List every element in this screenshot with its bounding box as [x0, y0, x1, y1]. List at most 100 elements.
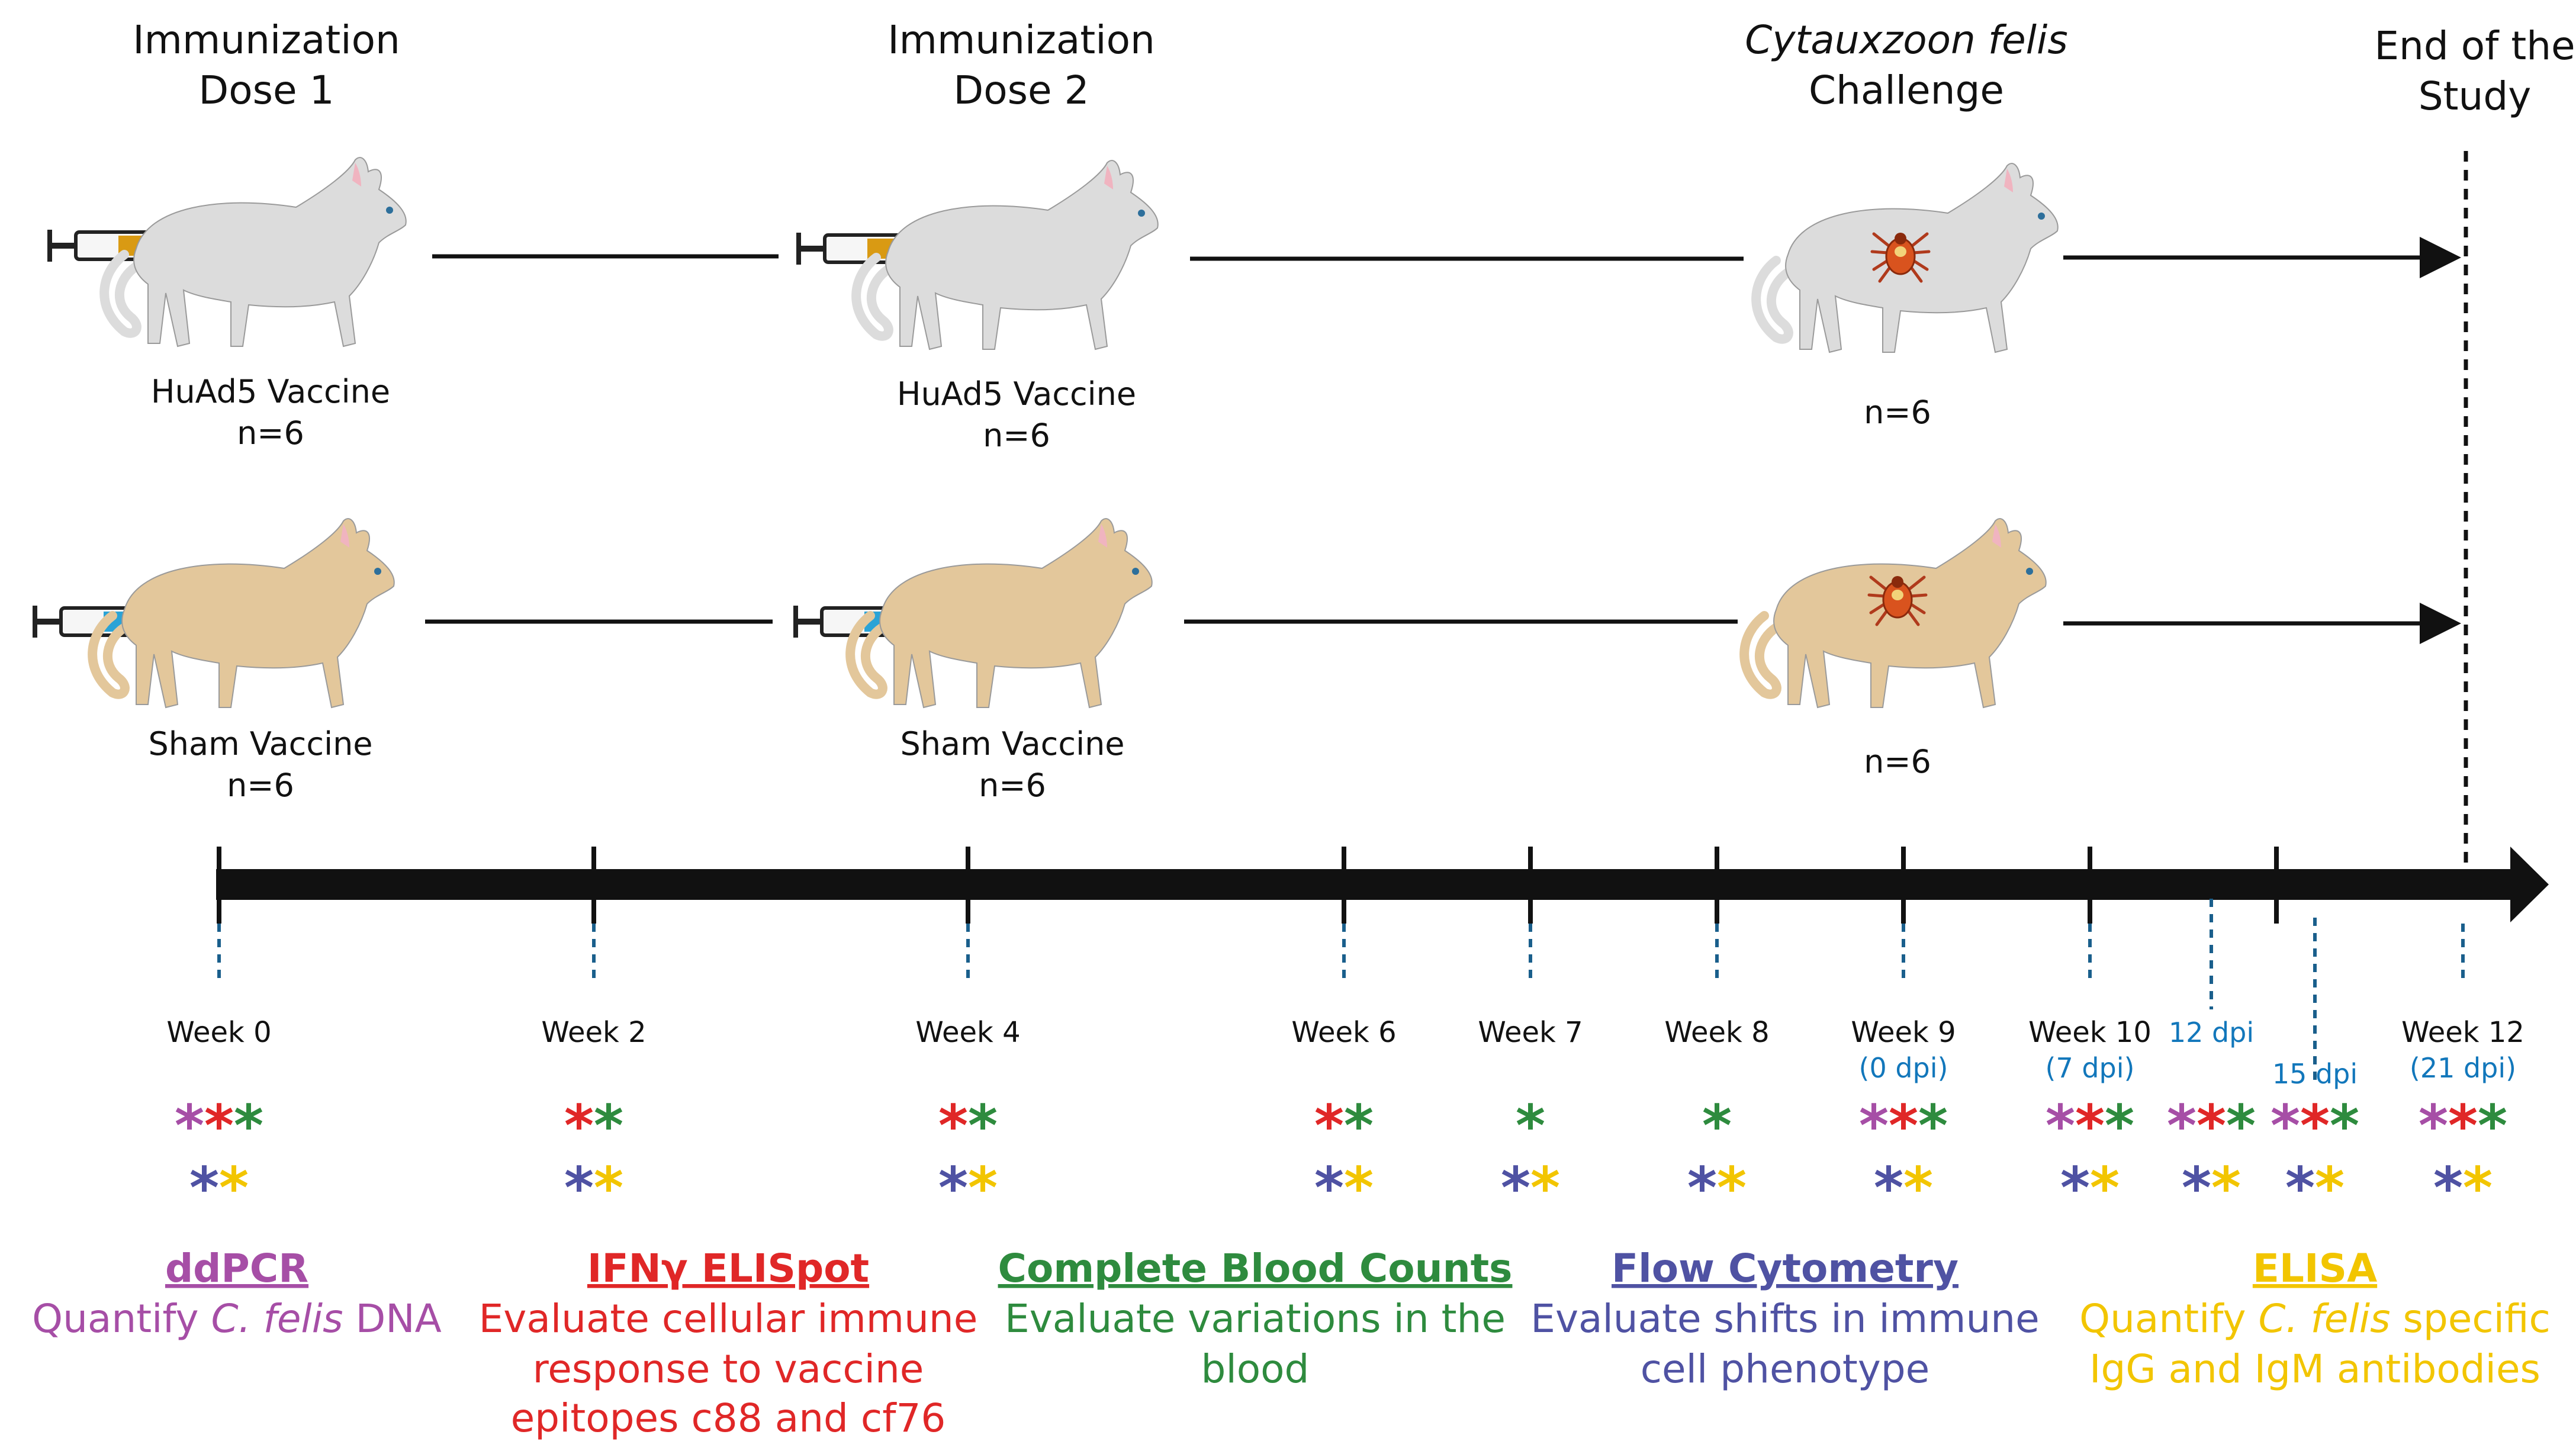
asterisk-icon-elisa: * [1344, 1155, 1374, 1221]
asterisk-icon-elisa: * [2315, 1155, 2345, 1221]
asterisk-icon-ddpcr: * [2419, 1093, 2448, 1159]
asterisk-icon-ddpcr: * [2046, 1093, 2075, 1159]
legend-elispot-title: IFNγ ELISpot [587, 1246, 869, 1291]
asterisk-icon-flow: * [2285, 1155, 2315, 1221]
asterisk-icon-elispot: * [2196, 1093, 2226, 1159]
asterisk-icon-elispot: * [564, 1093, 594, 1159]
legend-cbc-title: Complete Blood Counts [998, 1246, 1513, 1291]
asterisk-icon-flow: * [564, 1155, 594, 1221]
asterisk-icon-cbc: * [2478, 1093, 2507, 1159]
phase-dose1-line1: Immunization [133, 17, 400, 63]
group-label-huad5-dose2: HuAd5 Vaccine [897, 375, 1136, 413]
asterisk-icon-cbc: * [2226, 1093, 2256, 1159]
timepoint-label: Week 0 [166, 1016, 271, 1049]
asterisk-icon-elisa: * [594, 1155, 623, 1221]
timepoint-dpi: (21 dpi) [2410, 1052, 2516, 1084]
asterisk-icon-cbc: * [1344, 1093, 1374, 1159]
phase-challenge-line1: Cytauxzoon felis [1745, 17, 2067, 63]
group-label-huad5-dose1: HuAd5 Vaccine [151, 373, 390, 410]
phase-dose2-line1: Immunization [887, 17, 1155, 63]
phase-dose1-line2: Dose 1 [198, 67, 334, 113]
phase-challenge-line2: Challenge [1809, 67, 2004, 113]
asterisk-icon-elisa: * [2463, 1155, 2493, 1221]
timepoint-label: Week 10 [2028, 1016, 2152, 1049]
asterisk-icon-ddpcr: * [2167, 1093, 2196, 1159]
timepoint-dpi: (0 dpi) [1859, 1052, 1948, 1084]
asterisk-icon-cbc: * [594, 1093, 623, 1159]
asterisk-icon-ddpcr: * [175, 1093, 204, 1159]
asterisk-icon-cbc: * [968, 1093, 998, 1159]
cat-icon [856, 160, 1159, 350]
timepoint-label: Week 9 [1851, 1016, 1956, 1049]
asterisk-icon-flow: * [1501, 1155, 1530, 1221]
legend-flow-title: Flow Cytometry [1612, 1246, 1958, 1291]
timepoint-label: Week 6 [1291, 1016, 1396, 1049]
timeline-arrowhead [2510, 847, 2549, 922]
group-n-huad5-dose2: n=6 [983, 417, 1050, 454]
legend-flow-desc1: Evaluate shifts in immune [1530, 1296, 2039, 1342]
asterisk-icon-flow: * [2433, 1155, 2463, 1221]
legend-flow-desc2: cell phenotype [1641, 1346, 1930, 1392]
asterisk-icon-elispot: * [1889, 1093, 1918, 1159]
legend: ddPCR Quantify C. felis DNA IFNγ ELISpot… [32, 1246, 2551, 1441]
asterisk-icon-cbc: * [1702, 1093, 1732, 1159]
legend-elispot-desc2: response to vaccine [533, 1346, 924, 1392]
timeline-bar [216, 869, 2525, 900]
asterisk-icon-cbc: * [2330, 1093, 2359, 1159]
legend-ddpcr-desc: Quantify C. felis DNA [32, 1296, 442, 1342]
timepoint-label: Week 8 [1664, 1016, 1769, 1049]
group-n-huad5-dose1: n=6 [237, 414, 304, 452]
legend-elisa-desc1: Quantify C. felis specific [2079, 1296, 2551, 1342]
asterisk-icon-ddpcr: * [1859, 1093, 1889, 1159]
cat-icon [92, 518, 395, 708]
cat-icon [104, 157, 407, 347]
group-n-sham-dose1: n=6 [227, 767, 294, 804]
asterisk-icon-flow: * [1687, 1155, 1717, 1221]
asterisk-icon-flow: * [938, 1155, 968, 1221]
legend-ddpcr-title: ddPCR [165, 1246, 308, 1291]
asterisk-icon-flow: * [2060, 1155, 2090, 1221]
group-label-sham-dose1: Sham Vaccine [148, 725, 372, 763]
timepoint-dpi: 15 dpi [2272, 1058, 2358, 1090]
asterisk-icon-elispot: * [2300, 1093, 2330, 1159]
timepoint-dpi: 12 dpi [2169, 1016, 2254, 1048]
phase-dose2-line2: Dose 2 [953, 67, 1089, 113]
timepoint-label: Week 4 [915, 1016, 1020, 1049]
legend-cbc-desc2: blood [1201, 1346, 1310, 1392]
asterisk-icon-cbc: * [234, 1093, 263, 1159]
asterisk-icon-elisa: * [2211, 1155, 2241, 1221]
legend-elispot-desc1: Evaluate cellular immune [479, 1296, 978, 1342]
asterisk-icon-elispot: * [1314, 1093, 1344, 1159]
asterisk-icon-flow: * [1874, 1155, 1903, 1221]
timepoint-label: Week 7 [1478, 1016, 1583, 1049]
asterisk-icon-elispot: * [204, 1093, 234, 1159]
asterisk-icon-ddpcr: * [2271, 1093, 2300, 1159]
asterisk-icon-elisa: * [1717, 1155, 1747, 1221]
group-label-sham-dose2: Sham Vaccine [900, 725, 1124, 763]
timepoint-label: Week 2 [541, 1016, 646, 1049]
phase-end-line2: Study [2419, 73, 2532, 119]
legend-cbc-desc1: Evaluate variations in the [1005, 1296, 1506, 1342]
timepoint-dpi: (7 dpi) [2046, 1052, 2135, 1084]
asterisk-icon-cbc: * [2105, 1093, 2134, 1159]
asterisk-icon-flow: * [2182, 1155, 2211, 1221]
asterisk-icon-elisa: * [968, 1155, 998, 1221]
legend-elispot-desc3: epitopes c88 and cf76 [511, 1395, 946, 1441]
asterisk-icon-cbc: * [1516, 1093, 1545, 1159]
asterisk-icon-flow: * [1314, 1155, 1344, 1221]
phase-end-line1: End of the [2374, 23, 2575, 69]
group-n-sham-dose2: n=6 [979, 767, 1046, 804]
timepoint-label: Week 12 [2401, 1016, 2524, 1049]
legend-elisa-title: ELISA [2253, 1246, 2377, 1291]
asterisk-icon-elisa: * [1530, 1155, 1560, 1221]
asterisk-icon-flow: * [189, 1155, 219, 1221]
cat-icon [850, 518, 1153, 708]
legend-elisa-desc2: IgG and IgM antibodies [2089, 1346, 2540, 1392]
asterisk-icon-cbc: * [1918, 1093, 1948, 1159]
asterisk-icon-elispot: * [2075, 1093, 2105, 1159]
group-n-sham-challenge: n=6 [1864, 743, 1931, 780]
asterisk-icon-elisa: * [1903, 1155, 1933, 1221]
group-n-huad5-challenge: n=6 [1864, 394, 1931, 431]
asterisk-icon-elisa: * [2090, 1155, 2120, 1221]
